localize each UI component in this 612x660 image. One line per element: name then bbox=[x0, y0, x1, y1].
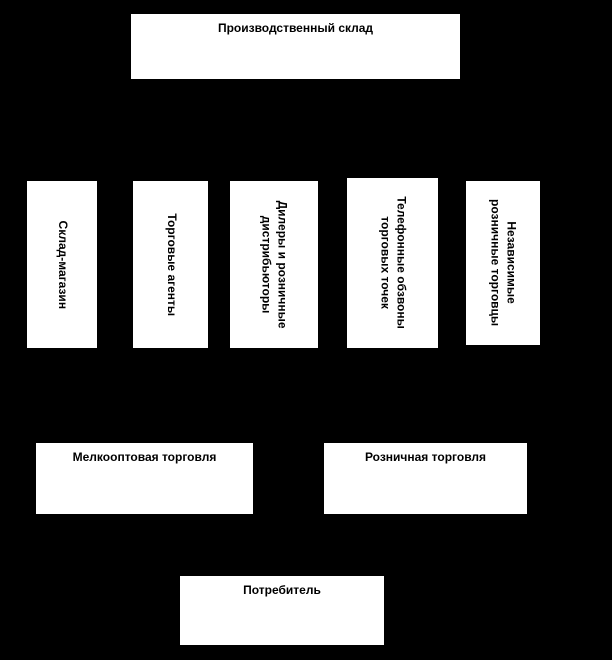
box-consumer: Потребитель bbox=[180, 576, 384, 645]
box-channel-dealers-distributors-label: Дилеры и розничные дистрибьюторы bbox=[260, 200, 290, 329]
box-channel-warehouse-store: Склад-магазин bbox=[27, 181, 97, 348]
box-channel-sales-agents: Торговые агенты bbox=[133, 181, 208, 348]
box-retail-trade-label: Розничная торговля bbox=[364, 450, 487, 464]
box-small-wholesale-trade: Мелкооптовая торговля bbox=[36, 443, 253, 514]
box-channel-sales-agents-label: Торговые агенты bbox=[164, 213, 179, 316]
box-channel-phone-calls-label: Телефонные обзвоны торговых точек bbox=[378, 196, 409, 330]
box-channel-warehouse-store-label: Склад-магазин bbox=[55, 220, 70, 309]
box-retail-trade: Розничная торговля bbox=[324, 443, 527, 514]
box-channel-phone-calls: Телефонные обзвоны торговых точек bbox=[347, 178, 438, 348]
box-channel-dealers-distributors: Дилеры и розничные дистрибьюторы bbox=[230, 181, 318, 348]
box-consumer-label: Потребитель bbox=[243, 583, 321, 597]
box-small-wholesale-trade-label: Мелкооптовая торговля bbox=[72, 450, 217, 464]
box-production-warehouse-label: Производственный склад bbox=[217, 21, 374, 35]
box-channel-independent-retailers-label: Независимые розничные торговцы bbox=[489, 199, 519, 327]
box-channel-independent-retailers: Независимые розничные торговцы bbox=[466, 181, 540, 345]
box-production-warehouse: Производственный склад bbox=[131, 14, 460, 79]
